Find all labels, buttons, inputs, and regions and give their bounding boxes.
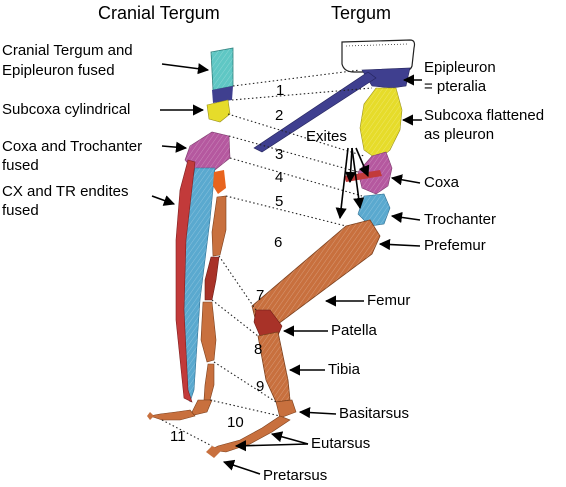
segment-number-11: 11: [170, 428, 186, 445]
right-pteralia-rod: [253, 71, 377, 153]
arrow-endites: [151, 195, 176, 206]
left-subcoxa-cylindrical: [206, 99, 231, 123]
tergum-dots: [345, 43, 409, 47]
right-pretarsus: [206, 446, 222, 458]
header-tergum: Tergum: [331, 3, 391, 23]
label-trochanter: Trochanter: [424, 211, 496, 228]
label-epipleuron-line2: = pteralia: [424, 78, 487, 95]
hatch-overlay: [252, 220, 380, 330]
hatch-overlay: [360, 88, 402, 160]
arrow-exites-1: [335, 147, 349, 220]
right-limb: [206, 39, 416, 458]
right-epipleuron-pteralia: [361, 67, 411, 89]
right-eutarsus: [208, 415, 291, 453]
arrow-trochanter: [390, 211, 421, 223]
hatch-overlay: [185, 132, 230, 172]
left-prefemur: [211, 195, 227, 257]
left-tibia: [200, 301, 217, 363]
arrow-exites-2: [345, 147, 357, 184]
homology-line-4: [229, 157, 363, 197]
homology-lines: [161, 69, 373, 447]
left-eutarsus-2: [148, 409, 196, 421]
label-subcoxa-flattened-line1: Subcoxa flattened: [424, 107, 544, 124]
label-cranial-tergum-fused-line2: Epipleuron fused: [2, 62, 115, 79]
arrow-exites-3: [355, 147, 370, 178]
left-basitarsus: [203, 363, 215, 401]
arrow-coxa: [390, 174, 421, 186]
segment-number-3: 3: [275, 146, 283, 163]
arrow-basitarsus: [298, 406, 337, 419]
right-labels: Epipleuron = pteralia Subcoxa flattened …: [222, 59, 544, 484]
label-subcoxa-flattened-line2: as pleuron: [424, 126, 494, 143]
homology-line-11: [161, 419, 213, 447]
left-epipleuron-band: [212, 86, 233, 103]
arrow-exites-4: [351, 147, 365, 210]
homology-line-5: [225, 195, 347, 227]
label-coxa-trochanter-line2: fused: [2, 157, 39, 174]
segment-number-5: 5: [275, 193, 283, 210]
arrow-eutarsus-2: [234, 440, 309, 452]
homology-line-1a: [232, 69, 361, 87]
arrow-cranial-tergum: [161, 63, 210, 75]
left-limb: [147, 47, 234, 421]
hatch-overlay: [258, 332, 290, 402]
arrow-prefemur: [378, 238, 421, 251]
label-subcoxa-cylindrical: Subcoxa cylindrical: [2, 101, 130, 118]
segment-number-9: 9: [256, 378, 264, 395]
left-small-endite: [213, 170, 226, 194]
left-labels: Cranial Tergum and Epipleuron fused Subc…: [2, 42, 210, 219]
segment-number-8: 8: [254, 341, 262, 358]
left-claw: [147, 412, 154, 420]
left-cx-tr-endites-fused: [175, 159, 196, 403]
label-endites-line1: CX and TR endites: [2, 183, 128, 200]
label-basitarsus: Basitarsus: [339, 405, 409, 422]
arrow-pretarsus: [222, 459, 261, 475]
label-femur: Femur: [367, 292, 410, 309]
homology-line-1b: [231, 87, 373, 101]
homology-line-9: [213, 361, 277, 403]
label-tibia: Tibia: [328, 361, 361, 378]
left-eutarsus-1: [189, 399, 213, 417]
label-coxa: Coxa: [424, 174, 460, 191]
homology-line-8: [211, 299, 259, 337]
right-basitarsus: [275, 399, 297, 419]
arrow-eutarsus-1: [270, 431, 309, 445]
segment-numbers: 1 2 3 4 5 6 7 8 9 10 11: [170, 82, 284, 445]
label-eutarsus: Eutarsus: [311, 435, 370, 452]
segment-number-6: 6: [274, 234, 282, 251]
segment-number-10: 10: [227, 414, 244, 431]
label-exites: Exites: [306, 128, 347, 145]
hatch-overlay: [211, 48, 233, 90]
arrow-coxa-trochanter: [161, 141, 188, 153]
label-pretarsus: Pretarsus: [263, 467, 327, 484]
left-femur-red: [204, 256, 220, 301]
segment-number-4: 4: [275, 169, 283, 186]
right-tergum-plate: [341, 39, 416, 73]
segment-number-2: 2: [275, 107, 283, 124]
homology-line-10: [209, 399, 281, 417]
hatch-overlay: [358, 194, 390, 226]
segment-number-1: 1: [276, 82, 284, 99]
header-cranial-tergum: Cranial Tergum: [98, 3, 220, 23]
label-prefemur: Prefemur: [424, 237, 486, 254]
label-epipleuron-line1: Epipleuron: [424, 59, 496, 76]
label-coxa-trochanter-line1: Coxa and Trochanter: [2, 138, 142, 155]
label-endites-line2: fused: [2, 202, 39, 219]
homology-line-7: [218, 255, 257, 311]
segment-number-7: 7: [256, 287, 264, 304]
label-cranial-tergum-fused-line1: Cranial Tergum and: [2, 42, 133, 59]
hatch-overlay: [182, 168, 215, 402]
label-patella: Patella: [331, 322, 378, 339]
